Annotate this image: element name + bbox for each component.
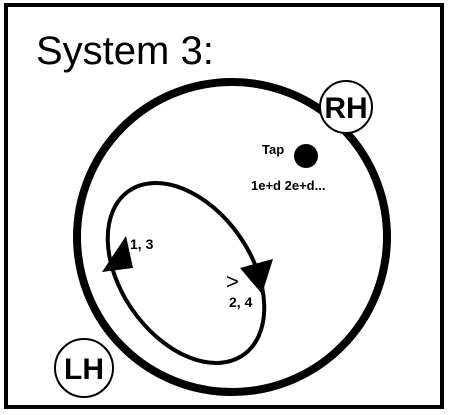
outer-frame xyxy=(4,3,444,409)
count-text: 1e+d 2e+d... xyxy=(251,178,325,193)
right-hand-label: RH xyxy=(324,92,367,125)
accent-mark: > xyxy=(226,269,239,294)
loop-label-right: 2, 4 xyxy=(229,294,253,310)
arrow-down-right xyxy=(240,259,273,294)
motion-loop xyxy=(105,180,267,366)
left-hand-label: LH xyxy=(64,353,104,386)
left-hand-badge xyxy=(54,338,114,398)
tap-label: Tap xyxy=(262,142,284,157)
big-circle xyxy=(73,78,391,396)
diagram-title: System 3: xyxy=(36,29,214,73)
tap-dot xyxy=(294,144,318,168)
right-hand-badge xyxy=(319,80,373,134)
arrow-up-left xyxy=(102,236,133,272)
loop-label-left: 1, 3 xyxy=(130,236,154,252)
